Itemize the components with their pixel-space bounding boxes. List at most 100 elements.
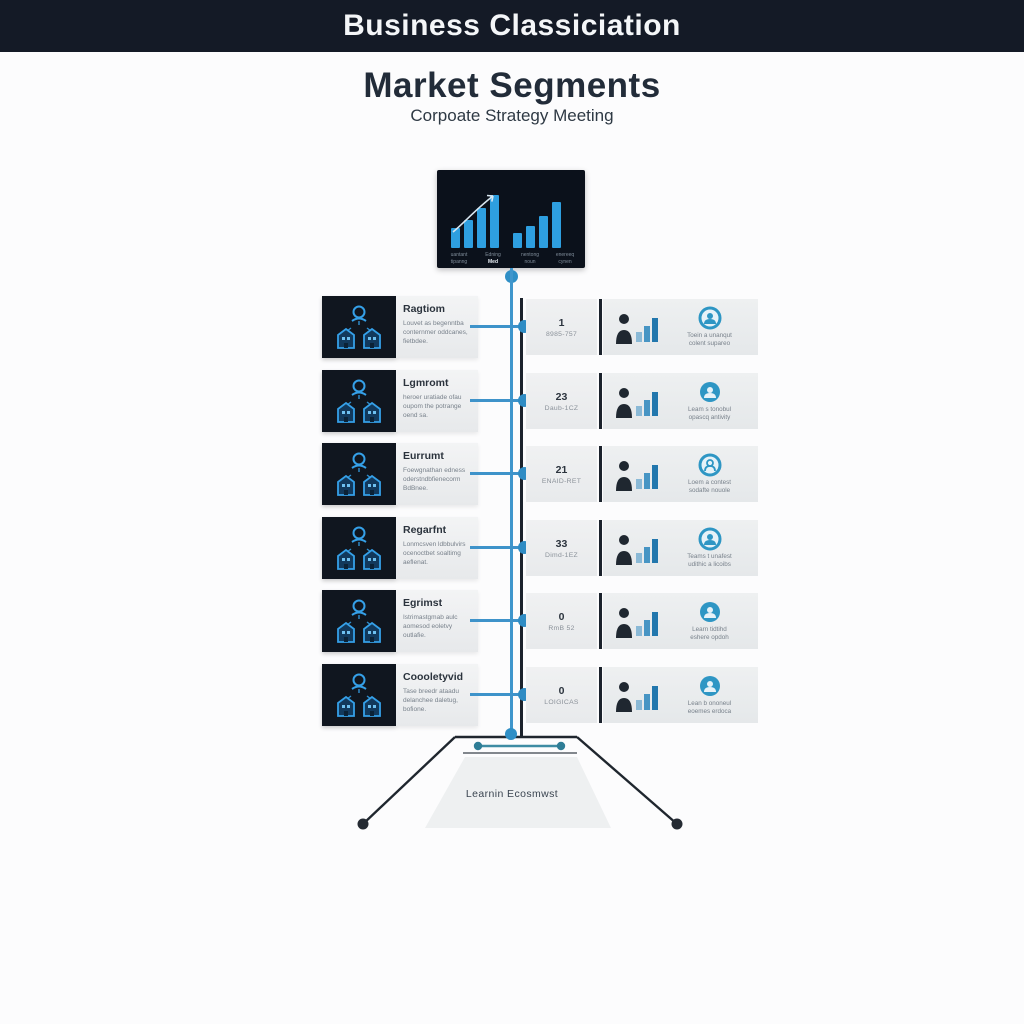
- segment-text-box: Regarfnt Lonmcsven ldbbulvirs ocenoctbet…: [396, 517, 478, 579]
- org-buildings-icon: [337, 379, 381, 423]
- segment-text-box: Egrimst Istrimastgmab aulc aomesod eolet…: [396, 590, 478, 652]
- row-divider-line: [599, 593, 602, 649]
- footer-structure: [357, 728, 683, 830]
- segment-code: 8985-757: [545, 330, 578, 338]
- segment-row: Coooletyvid Tase breedr ataadu delanchee…: [322, 664, 758, 726]
- org-buildings-icon: [337, 673, 381, 717]
- connector-line: [470, 619, 528, 622]
- svg-text:Med: Med: [488, 259, 498, 265]
- person-bars-icon: [616, 682, 658, 712]
- segment-description: Lonmcsven ldbbulvirs ocenoctbet soaltimg…: [403, 541, 466, 567]
- timeline-dark-line: [520, 298, 523, 738]
- circle-badge-icon: [698, 453, 721, 476]
- header-bar: Business Classiciation: [0, 0, 1024, 52]
- svg-text:tipanng: tipanng: [451, 259, 468, 265]
- segment-value: 33: [555, 537, 568, 550]
- segment-icon-box: [322, 590, 396, 652]
- connector-line: [470, 546, 528, 549]
- footer-label: Learnin Ecosmwst: [465, 788, 559, 800]
- segment-value: 0: [558, 610, 565, 623]
- segment-icon-box: [322, 296, 396, 358]
- segment-title: Lgmromt: [403, 377, 449, 389]
- segment-row: Egrimst Istrimastgmab aulc aomesod eolet…: [322, 590, 758, 652]
- person-bars-icon: [616, 535, 658, 565]
- trend-arrow-icon: [452, 195, 494, 233]
- footer-blue-dot: [505, 728, 517, 740]
- segment-code: LOIGICAS: [544, 698, 579, 706]
- timeline-blue-line: [510, 268, 513, 736]
- connector-line: [470, 693, 528, 696]
- chart-labels: uantant tipanng Edning Med nentong noun …: [451, 252, 575, 265]
- segment-value: 21: [555, 463, 568, 476]
- circle-badge-icon: [698, 527, 721, 550]
- segment-text-box: Ragtiom Louvet as begenntba conternmer o…: [396, 296, 478, 358]
- segment-number-box: 0 RmB 52: [526, 593, 597, 649]
- segment-text-box: Coooletyvid Tase breedr ataadu delanchee…: [396, 664, 478, 726]
- row-divider-line: [599, 667, 602, 723]
- segment-icon-box: [322, 370, 396, 432]
- segment-code: ENAID-RET: [541, 477, 582, 485]
- header-title: Business Classiciation: [343, 9, 681, 42]
- segment-description: heroer uratiade ofau oupom the potrange …: [403, 394, 462, 420]
- footer-dark-dot-left: [357, 818, 369, 830]
- segment-text-box: Eurrumt Foewgnathan edness oderstndbfien…: [396, 443, 478, 505]
- segment-icon-box: [322, 443, 396, 505]
- segment-title: Egrimst: [403, 597, 443, 609]
- segment-row: Ragtiom Louvet as begenntba conternmer o…: [322, 296, 758, 358]
- segment-number-box: 1 8985-757: [526, 299, 597, 355]
- segment-description: Foewgnathan edness oderstndbfienecorm Bd…: [403, 467, 466, 493]
- segment-icon-box: [322, 664, 396, 726]
- segment-number-box: 33 Dimd-1EZ: [526, 520, 597, 576]
- segment-value: 0: [558, 684, 565, 697]
- chart-panel: uantant tipanng Edning Med nentong noun …: [437, 170, 585, 268]
- segment-row: Lgmromt heroer uratiade ofau oupom the p…: [322, 370, 758, 432]
- connector-line: [470, 399, 528, 402]
- person-bars-icon: [616, 314, 658, 344]
- segment-description: Louvet as begenntba conternmer oddcanes,…: [403, 320, 468, 346]
- person-bars-icon: [616, 608, 658, 638]
- footer-teal-dot-left: [473, 741, 483, 751]
- svg-text:enereeq: enereeq: [556, 252, 575, 258]
- segment-text-box: Lgmromt heroer uratiade ofau oupom the p…: [396, 370, 478, 432]
- segment-number-box: 23 Daub-1CZ: [526, 373, 597, 429]
- segment-title: Eurrumt: [403, 450, 444, 462]
- page-subtitle: Corpoate Strategy Meeting: [410, 106, 614, 125]
- segment-value: 23: [555, 390, 568, 403]
- segment-code: Daub-1CZ: [544, 404, 579, 412]
- footer-teal-dot-right: [556, 741, 566, 751]
- org-buildings-icon: [337, 452, 381, 496]
- org-buildings-icon: [337, 526, 381, 570]
- footer-dark-dot-right: [671, 818, 683, 830]
- segment-code: RmB 52: [548, 624, 575, 632]
- bar-group-left: [451, 195, 499, 248]
- row-divider-line: [599, 446, 602, 502]
- segment-title: Regarfnt: [403, 524, 447, 536]
- segment-icon-box: [322, 517, 396, 579]
- row-divider-line: [599, 299, 602, 355]
- segment-title: Coooletyvid: [403, 671, 464, 683]
- segment-row: Eurrumt Foewgnathan edness oderstndbfien…: [322, 443, 758, 505]
- row-divider-line: [599, 520, 602, 576]
- circle-badge-icon: [699, 601, 720, 622]
- segment-number-box: 21 ENAID-RET: [526, 446, 597, 502]
- trapezoid-base: [425, 757, 611, 828]
- person-bars-icon: [616, 388, 658, 418]
- segment-code: Dimd-1EZ: [545, 551, 578, 559]
- segment-row: Regarfnt Lonmcsven ldbbulvirs ocenoctbet…: [322, 517, 758, 579]
